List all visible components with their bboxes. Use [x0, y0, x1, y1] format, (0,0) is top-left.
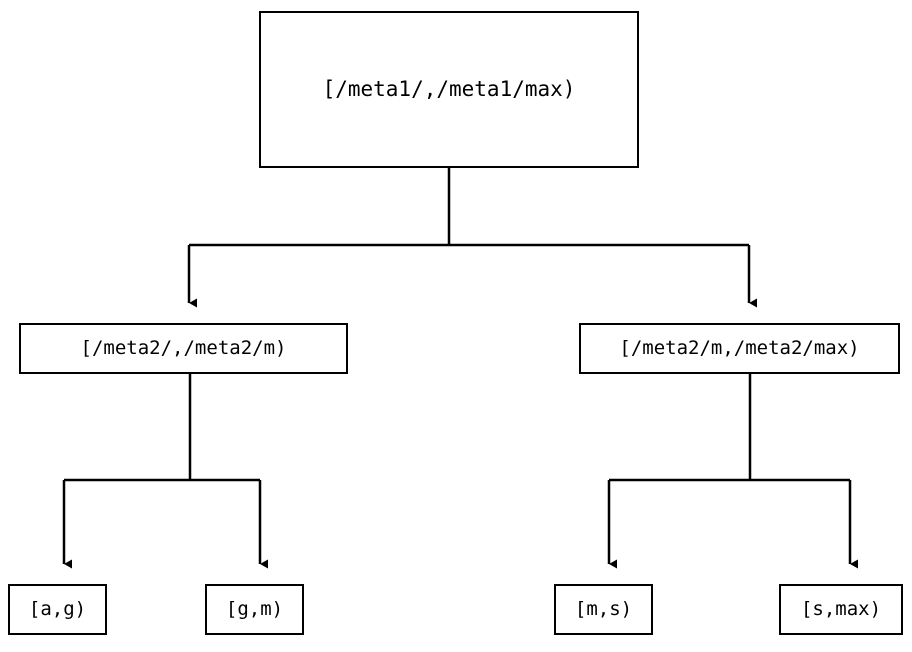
tree-node-mid-right[interactable]: [/meta2/m,/meta2/max) [579, 323, 900, 374]
tree-node-leaf-ms[interactable]: [m,s) [554, 584, 653, 635]
tree-node-leaf-ag-label: [a,g) [28, 598, 87, 620]
tree-node-leaf-ms-label: [m,s) [574, 598, 633, 620]
tree-node-leaf-smax[interactable]: [s,max) [779, 584, 903, 635]
tree-node-leaf-gm-label: [g,m) [225, 598, 284, 620]
tree-node-leaf-ag[interactable]: [a,g) [8, 584, 107, 635]
tree-node-root[interactable]: [/meta1/,/meta1/max) [259, 11, 639, 168]
tree-node-mid-left[interactable]: [/meta2/,/meta2/m) [19, 323, 348, 374]
tree-node-mid-right-label: [/meta2/m,/meta2/max) [619, 337, 860, 359]
tree-node-leaf-smax-label: [s,max) [800, 598, 882, 620]
tree-node-mid-left-label: [/meta2/,/meta2/m) [80, 337, 287, 359]
tree-node-root-label: [/meta1/,/meta1/max) [322, 77, 576, 101]
tree-node-leaf-gm[interactable]: [g,m) [205, 584, 304, 635]
